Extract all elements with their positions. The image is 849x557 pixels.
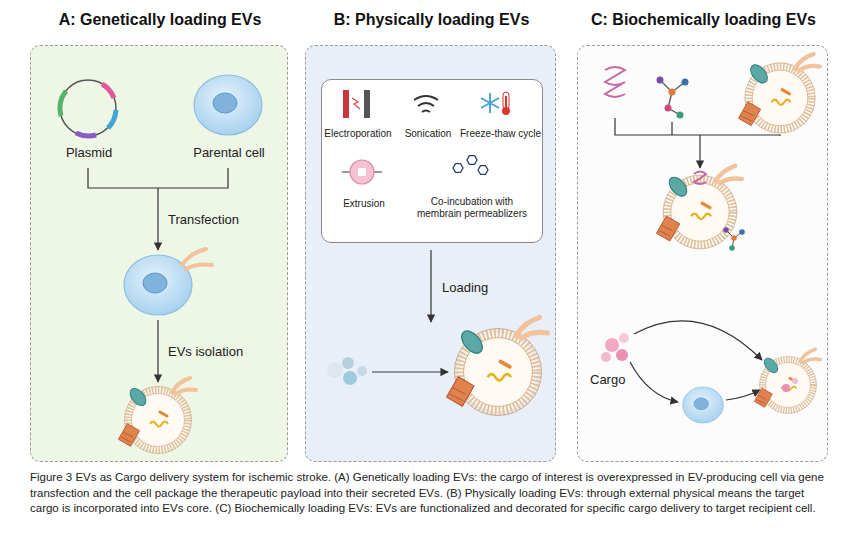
panel-title: B: Physically loading EVs — [286, 10, 577, 29]
method-label: Sonication — [388, 128, 468, 140]
arrow-label: EVs isolation — [168, 344, 243, 359]
cell-node: Parental cell — [195, 76, 263, 136]
method-label: Co-incubation with membrain permeablizer… — [412, 196, 532, 220]
method-label: Electroporation — [318, 128, 398, 140]
arrow-label: Loading — [442, 280, 488, 295]
method-label: Freeze-thaw cycle — [460, 128, 540, 140]
plasmid-node: Plasmid — [59, 79, 119, 139]
panel-title: C: Biochemically loading EVs — [558, 10, 849, 29]
method-label: Extrusion — [324, 198, 404, 210]
node-label: Plasmid — [39, 145, 139, 161]
methods-box: ElectroporationSonicationFreeze-thaw cyc… — [321, 79, 543, 243]
panel-box: B: Physically loading EVsElectroporation… — [305, 45, 556, 462]
arrow-label: Transfection — [168, 212, 239, 227]
arrow-label: Cargo — [590, 372, 625, 387]
node-label: Parental cell — [174, 145, 284, 161]
figure-caption: Figure 3 EVs as Cargo delivery system fo… — [30, 470, 828, 517]
panel-title: A: Genetically loading EVs — [11, 10, 309, 29]
panel-box: C: Biochemically loading EVs — [577, 45, 828, 462]
panel-box: A: Genetically loading EVsPlasmidParenta… — [30, 45, 288, 462]
